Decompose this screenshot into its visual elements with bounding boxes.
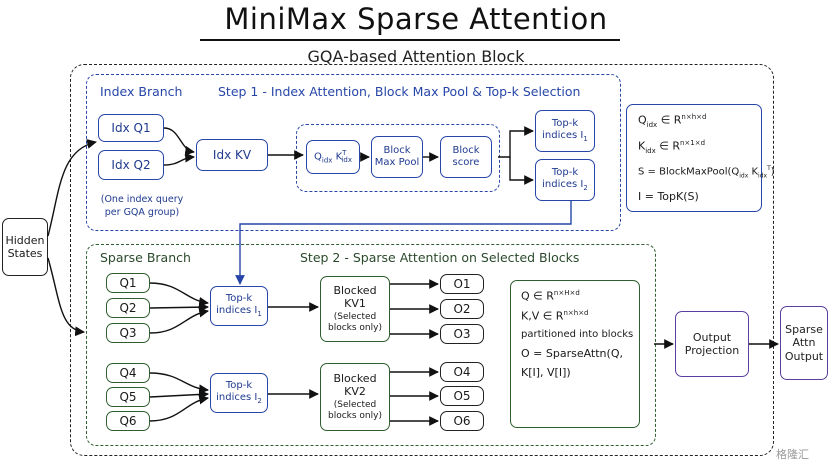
sparse-formula-box: Q ∈ Rn×H×d K,V ∈ Rn×h×d partitioned into… — [510, 280, 640, 428]
sparse-formula-o-line2: K[I], V[I]) — [521, 365, 571, 379]
sparse-formula-q: Q ∈ Rn×H×d — [521, 289, 580, 303]
hidden-states-box: Hidden States — [2, 218, 48, 276]
attention-block-label: GQA-based Attention Block — [307, 47, 525, 66]
output-projection-box: Output Projection — [675, 311, 749, 377]
index-formula-s: S = BlockMaxPool(Qidx KidxT) — [638, 165, 775, 180]
step2-label: Step 2 - Sparse Attention on Selected Bl… — [300, 250, 580, 265]
index-formula-q: Qidx ∈ Rn×h×d — [638, 113, 707, 129]
sparse-formula-blocks: partitioned into blocks — [521, 328, 634, 340]
index-branch-label: Index Branch — [100, 84, 183, 99]
idx-q2-label: Idx Q2 — [111, 157, 151, 172]
watermark: 格隆汇 — [776, 448, 809, 461]
idx-kv-label: Idx KV — [212, 147, 252, 162]
output-o3-box: O3 — [440, 324, 484, 344]
sparse-formula-o-line1: O = SparseAttn(Q, — [521, 346, 623, 360]
query-q4-box: Q4 — [106, 363, 150, 383]
hidden-states-label: Hidden States — [5, 233, 45, 260]
query-q1-box: Q1 — [106, 273, 150, 293]
sparse-branch-frame — [86, 244, 656, 446]
index-formula-k: Kidx ∈ Rn×1×d — [638, 139, 706, 156]
title-underline — [200, 39, 620, 41]
query-q6-box: Q6 — [106, 411, 150, 431]
blocked-kv1-title: Blocked KV1 — [333, 284, 377, 311]
output-projection-label: Output Projection — [684, 330, 740, 357]
sparse-formula-kv: K,V ∈ Rn×h×d — [521, 308, 589, 323]
sparse-attn-output-label: Sparse Attn Output — [784, 323, 824, 363]
output-o5-box: O5 — [440, 386, 484, 406]
output-o1-box: O1 — [440, 274, 484, 294]
index-formula-box: Qidx ∈ Rn×h×d Kidx ∈ Rn×1×d S = BlockMax… — [626, 104, 775, 212]
blocked-kv2-box: Blocked KV2 (Selected blocks only) — [320, 363, 390, 431]
step1-label: Step 1 - Index Attention, Block Max Pool… — [218, 84, 581, 99]
blocked-kv2-note: (Selected blocks only) — [328, 400, 382, 422]
idx-kv-box: Idx KV — [196, 139, 268, 171]
blocked-kv1-box: Blocked KV1 (Selected blocks only) — [320, 276, 390, 342]
blocked-kv2-title: Blocked KV2 — [333, 372, 377, 399]
qk-product-label: Qidx KTidx — [314, 149, 352, 165]
output-o6-box: O6 — [440, 411, 484, 431]
idx-q1-box: Idx Q1 — [98, 114, 164, 142]
qk-product-box: Qidx KTidx — [306, 140, 360, 174]
sparse-attn-output-box: Sparse Attn Output — [780, 306, 828, 380]
query-q5-box: Q5 — [106, 387, 150, 407]
diagram-title: MiniMax Sparse Attention — [224, 2, 608, 36]
idx-q1-label: Idx Q1 — [111, 120, 151, 135]
index-branch-frame — [86, 74, 621, 231]
query-q3-box: Q3 — [106, 323, 150, 343]
attention-block-frame — [70, 64, 774, 456]
blocked-kv1-note: (Selected blocks only) — [328, 312, 382, 334]
query-q2-box: Q2 — [106, 298, 150, 318]
idx-q2-box: Idx Q2 — [98, 150, 164, 180]
output-o4-box: O4 — [440, 362, 484, 382]
index-formula-i: I = TopK(S) — [638, 189, 699, 203]
sparse-branch-label: Sparse Branch — [100, 250, 191, 265]
output-o2-box: O2 — [440, 299, 484, 319]
